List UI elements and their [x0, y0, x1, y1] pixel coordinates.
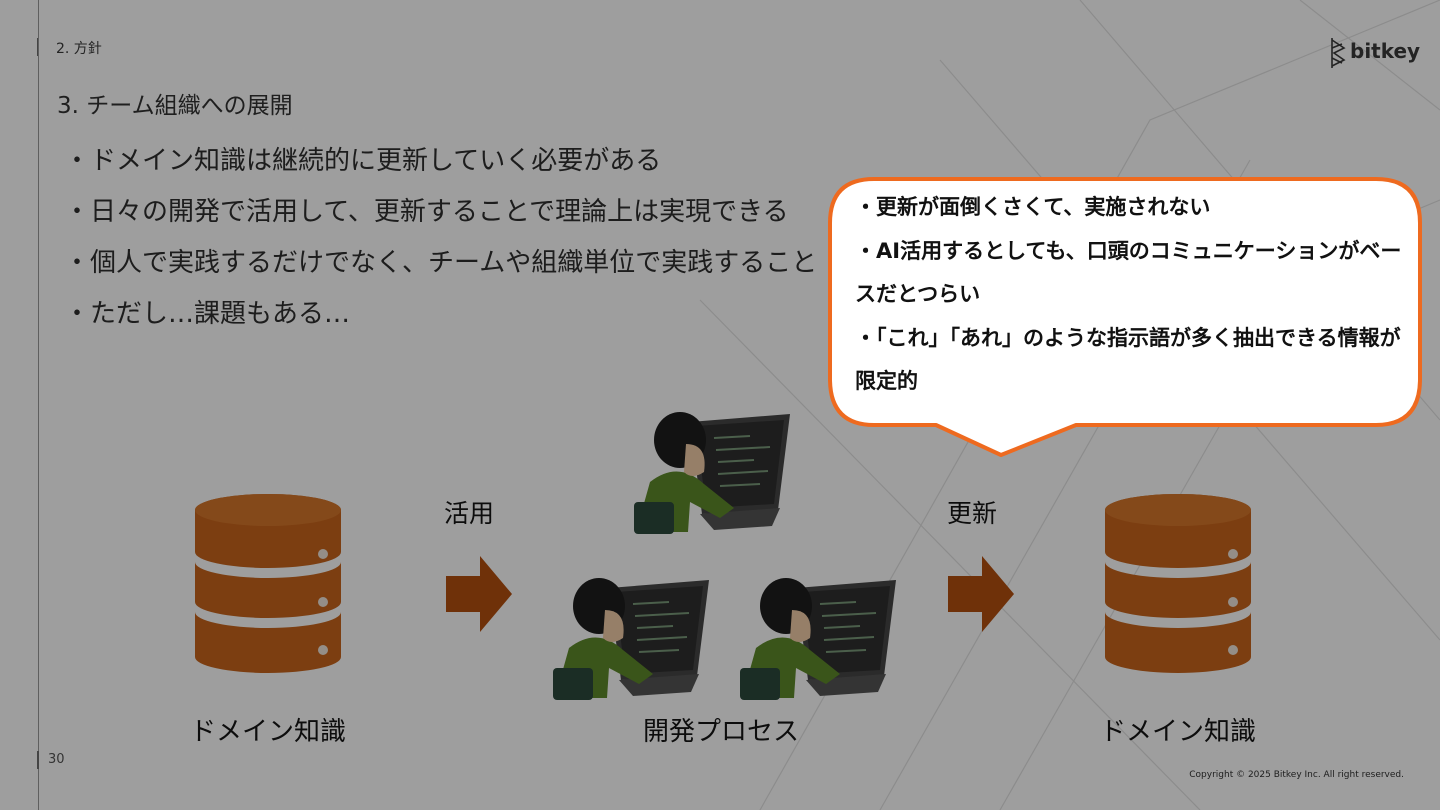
callout-item: ・「これ」「あれ」のような指示語が多く抽出できる情報が限定的: [855, 317, 1405, 404]
callout-item: ・AI活用するとしても、口頭のコミュニケーションがベースだとつらい: [855, 230, 1405, 317]
callout-item: ・更新が面倒くさくて、実施されない: [855, 186, 1405, 230]
callout-list: ・更新が面倒くさくて、実施されない ・AI活用するとしても、口頭のコミュニケーシ…: [855, 186, 1405, 404]
